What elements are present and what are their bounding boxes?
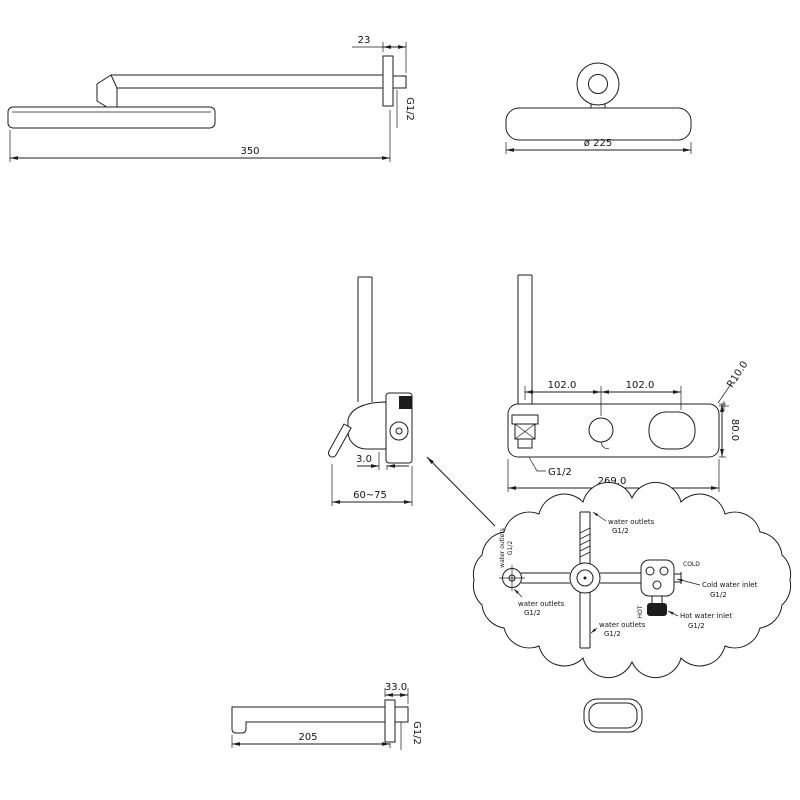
left-vertical-label: water outlets [499,528,506,568]
cloud-outline [472,482,792,678]
arm-flange-dim: 23 [358,35,371,46]
top-outlet-thread: G1/2 [612,527,629,535]
dim-embed-depth: 60~75 [331,464,413,506]
spout-wall-flange [384,699,396,743]
spout-front-inner [588,702,638,729]
mixer-front-view: 102.0 102.0 R10.0 80.0 G1/2 269.0 [507,274,750,492]
hot-inlet-text: Hot water inlet [680,612,732,620]
mixer-lever [328,423,352,458]
dim-plate-height: 80.0 [719,403,740,458]
cold-marking: COLD [683,561,700,568]
bottom-outlet-thread: G1/2 [604,630,621,638]
arm-thread-text: G1/2 [404,97,415,121]
left-outlet-thread: G1/2 [524,609,541,617]
spout-front-view [583,698,643,733]
corner-radius-text: R10.0 [725,359,750,389]
arm-length-dim: 350 [240,146,259,157]
dim-corner-radius: R10.0 [717,359,750,404]
plus-mark [719,401,729,411]
mixer-outlet-port [389,421,409,441]
arm-outline [7,55,407,129]
spout-thread-label: G1/2 [400,721,422,750]
bottom-outlet-label: water outlets G1/2 [590,621,646,638]
shower-arm-side-view: 23 350 G1/2 [7,35,415,162]
check-valve [640,559,682,597]
cold-inlet-text: Cold water inlet [702,581,758,589]
top-outlet-text: water outlets [608,518,655,526]
left-vertical-thread: G1/2 [507,541,514,555]
dim-plate-thickness: 3.0 [356,452,409,470]
cold-inlet-thread: G1/2 [710,591,727,599]
plate-thickness-dim: 3.0 [356,454,372,465]
valve-body-inner [576,569,594,587]
detail-labels: water outlets G1/2 water outlets G1/2 wa… [499,511,758,638]
dim-arm-length: 350 [9,110,391,162]
hot-inlet-thread: G1/2 [688,622,705,630]
arm-pipe-stub [392,75,407,89]
head-inlet-outer [576,62,620,106]
plate-height-text: 80.0 [729,419,740,441]
mixer-housing [347,401,387,450]
mixer-side-view: 3.0 60~75 [328,276,496,527]
cold-inlet-label: Cold water inlet G1/2 [676,578,758,599]
dim-102-right-text: 102.0 [626,380,655,391]
head-inlet-inner [588,74,608,94]
dim-spout-length: 205 [231,732,391,748]
spout-thread-text: G1/2 [411,721,422,745]
head-diameter-dim: ø 225 [584,138,612,149]
mixer-front-outline [507,274,729,458]
pipe-union-nut [517,438,533,449]
front-port [499,565,525,591]
dim-102-right: 102.0 [601,380,682,410]
front-thread-label: G1/2 [528,456,572,478]
left-outlet-label: water outlets G1/2 [513,588,565,617]
hot-inlet-port [647,596,667,616]
shower-head-top-view: ø 225 [505,62,692,154]
top-outlet-label: water outlets G1/2 [592,511,655,535]
spout-front-outer [583,698,643,733]
arm-thread-label: G1/2 [396,90,415,128]
shower-head-plate [7,106,216,129]
spout-side-view: 33.0 205 G1/2 [231,682,422,750]
mixer-side-outline [328,276,413,464]
spout-flange-dim: 33.0 [385,682,407,693]
mixer-face-plate [507,403,720,458]
head-body [505,107,692,141]
embed-depth-dim: 60~75 [353,490,387,501]
spout-length-dim: 205 [298,732,317,743]
spout-pipe-stub [394,706,409,723]
spout-outline [231,699,409,743]
front-thread-text: G1/2 [548,467,572,478]
valve-schematic [499,511,682,649]
pipe-thread-hatch [579,527,591,558]
detail-cloud: water outlets G1/2 water outlets G1/2 wa… [472,482,792,678]
plate-width-text: 269.0 [598,476,627,487]
dim-spout-flange: 33.0 [384,682,409,704]
lever-escutcheon [648,411,696,450]
mixer-port-block [399,396,412,409]
left-outlet-text: water outlets [518,600,565,608]
dim-head-diameter: ø 225 [505,138,692,154]
hot-marking: HOT [637,605,644,618]
arm-wall-flange [382,55,394,107]
dim-arm-flange: 23 [352,35,407,73]
bottom-outlet-text: water outlets [599,621,646,629]
detail-callout-leader [426,456,496,527]
dim-102-left-text: 102.0 [548,380,577,391]
arm-wall-joint [96,74,118,108]
hot-inlet-label: Hot water inlet G1/2 [667,610,732,630]
handle-hole-tag [600,441,610,449]
